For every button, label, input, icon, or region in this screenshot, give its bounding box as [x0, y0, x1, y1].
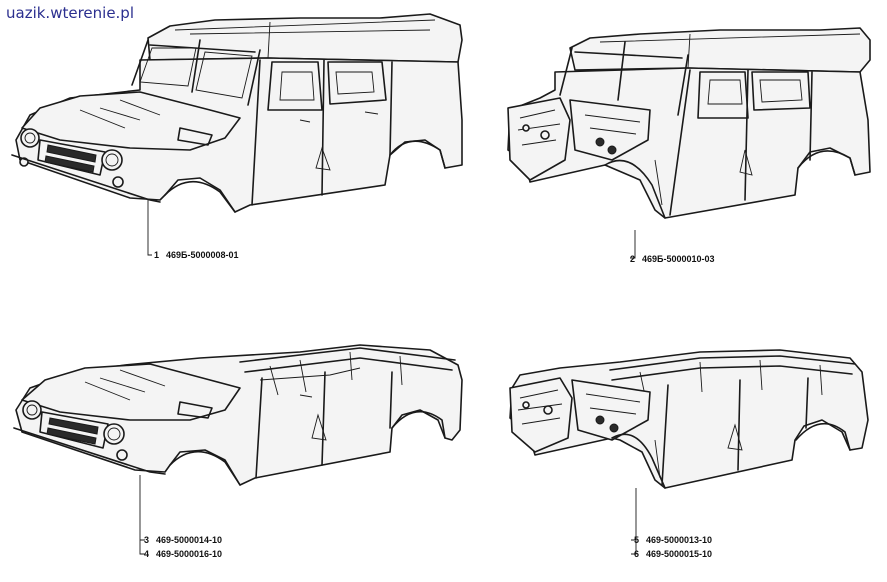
part-label-3: 3 469-5000014-10 [144, 535, 222, 545]
site-watermark: uazik.wterenie.pl [6, 4, 134, 22]
part-code: 469-5000013-10 [646, 535, 713, 545]
part-code: 469Б-5000010-03 [642, 254, 715, 264]
body-5-6-open-no-front [509, 349, 869, 555]
part-number: 3 [144, 535, 150, 545]
part-label-4: 4 469-5000016-10 [144, 549, 222, 559]
part-label-5: 5 469-5000013-10 [634, 535, 712, 545]
part-code: 469-5000015-10 [646, 549, 713, 559]
body-3-4-open-with-front [13, 344, 463, 555]
part-label-1: 1 469Б-5000008-01 [154, 250, 239, 260]
part-number: 2 [630, 254, 636, 264]
part-label-2: 2 469Б-5000010-03 [630, 254, 715, 264]
body-1-hardtop-with-front [11, 13, 463, 256]
part-number: 1 [154, 250, 160, 260]
part-number: 6 [634, 549, 640, 559]
part-label-6: 6 469-5000015-10 [634, 549, 712, 559]
body-2-hardtop-no-front [507, 27, 871, 259]
part-number: 5 [634, 535, 640, 545]
part-code: 469-5000016-10 [156, 549, 223, 559]
part-code: 469Б-5000008-01 [166, 250, 239, 260]
part-code: 469-5000014-10 [156, 535, 223, 545]
part-number: 4 [144, 549, 150, 559]
